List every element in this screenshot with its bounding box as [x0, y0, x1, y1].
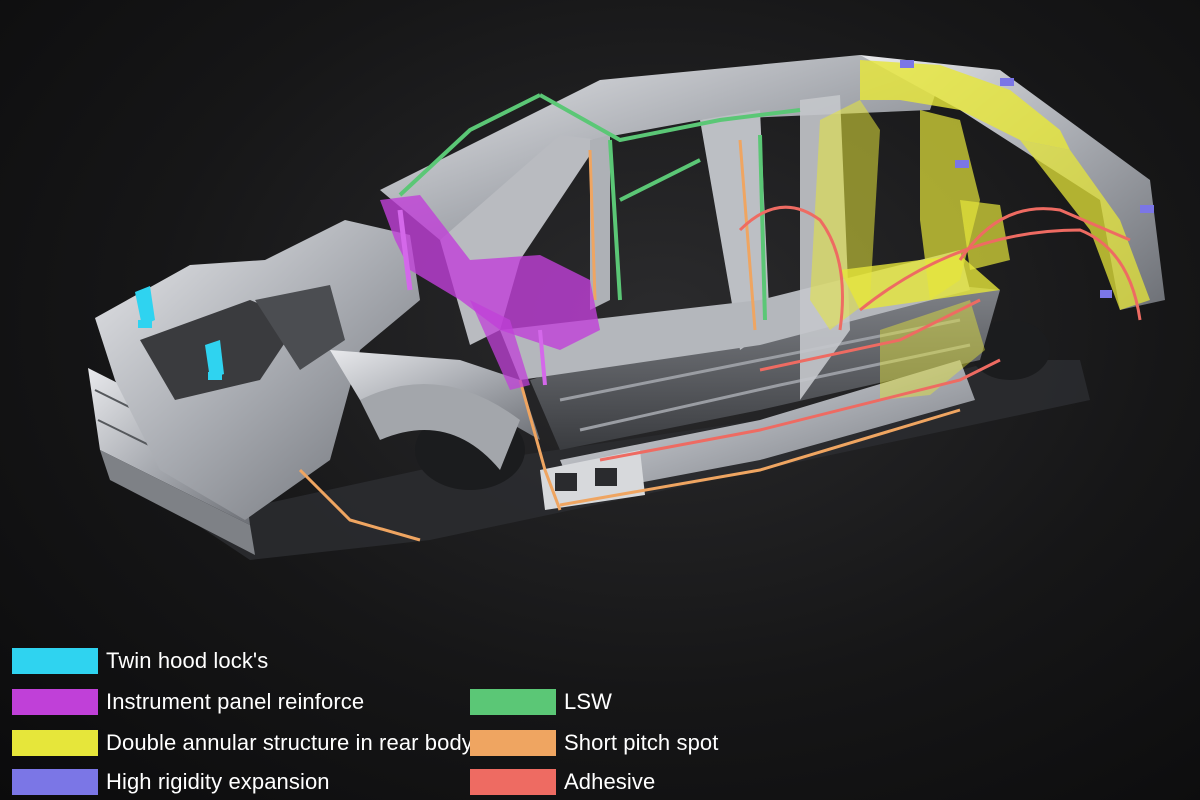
- legend-label: Twin hood lock's: [106, 648, 269, 673]
- legend-swatch: [12, 648, 98, 674]
- legend-label: Instrument panel reinforce: [106, 689, 365, 714]
- high-rigidity-expansion: [900, 60, 1154, 298]
- legend-label: Short pitch spot: [564, 730, 719, 755]
- legend-item-double-annular-structure: Double annular structure in rear body: [12, 727, 473, 759]
- legend-swatch: [470, 730, 556, 756]
- short-pitch-spot-lines: [298, 139, 961, 542]
- legend-item-adhesive: Adhesive: [470, 766, 655, 798]
- legend-item-lsw: LSW: [470, 686, 612, 718]
- legend-label: High rigidity expansion: [106, 769, 330, 794]
- lsw-lines: [398, 93, 801, 321]
- legend-item-short-pitch-spot: Short pitch spot: [470, 727, 718, 759]
- floor-pan: [530, 280, 1000, 450]
- legend-label: Adhesive: [564, 769, 656, 794]
- legend-swatch: [12, 769, 98, 795]
- adhesive-lines: [599, 205, 1142, 462]
- legend-swatch: [470, 689, 556, 715]
- legend-label: LSW: [564, 689, 612, 714]
- legend-item-instrument-panel-reinforce: Instrument panel reinforce: [12, 686, 364, 718]
- instrument-panel-reinforce: [380, 195, 600, 390]
- legend-item-twin-hood-locks: Twin hood lock's: [12, 645, 268, 677]
- legend-swatch: [470, 769, 556, 795]
- legend-swatch: [12, 689, 98, 715]
- legend-item-high-rigidity-expansion: High rigidity expansion: [12, 766, 330, 798]
- rear-annular-structure: [810, 60, 1150, 400]
- legend-label: Double annular structure in rear body: [106, 730, 473, 755]
- twin-hood-locks: [135, 286, 224, 380]
- legend-swatch: [12, 730, 98, 756]
